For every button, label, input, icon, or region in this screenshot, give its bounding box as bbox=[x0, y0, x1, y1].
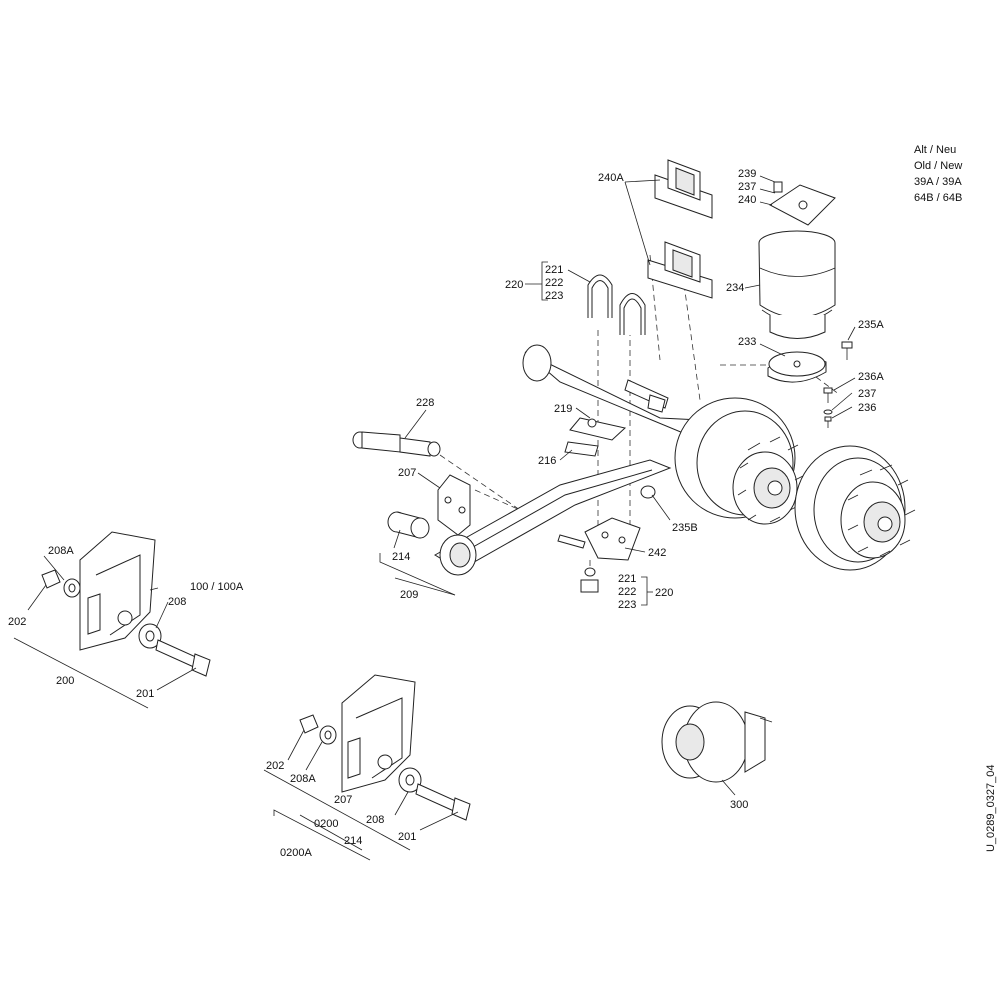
washer-208A-lower bbox=[319, 725, 337, 745]
mounting-plate-242 bbox=[557, 517, 641, 561]
legend-header-de: Alt / Neu bbox=[914, 144, 957, 156]
bracket-plate-240A-upper bbox=[654, 159, 713, 219]
label-202-left: 202 bbox=[8, 616, 26, 628]
washer-208-left bbox=[138, 623, 162, 649]
label-201-lower: 201 bbox=[398, 831, 416, 843]
legend-header-en: Old / New bbox=[914, 160, 963, 172]
bolt-201-lower bbox=[415, 783, 471, 821]
bolt-201-left bbox=[155, 639, 211, 677]
u-bolt-nuts-lower bbox=[580, 567, 599, 593]
label-236: 236 bbox=[858, 402, 876, 414]
air-spring-piston-plate bbox=[767, 351, 827, 383]
hanger-bracket-lower bbox=[341, 674, 416, 793]
label-207-lower: 207 bbox=[334, 794, 352, 806]
label-237-mid: 237 bbox=[858, 388, 876, 400]
label-223-top: 223 bbox=[545, 290, 563, 302]
label-235A: 235A bbox=[858, 319, 884, 331]
label-208-left: 208 bbox=[168, 596, 186, 608]
label-221-top: 221 bbox=[545, 264, 563, 276]
label-208A-left: 208A bbox=[48, 545, 74, 557]
label-0200: 0200 bbox=[314, 818, 338, 830]
label-222-bottom: 222 bbox=[618, 586, 636, 598]
label-214-lower: 214 bbox=[344, 835, 362, 847]
label-214-top: 214 bbox=[392, 551, 410, 563]
bracket-216 bbox=[564, 441, 599, 457]
label-219: 219 bbox=[554, 403, 572, 415]
washer-208-lower bbox=[398, 767, 422, 793]
u-bolt-pair-upper bbox=[587, 274, 646, 335]
label-300: 300 bbox=[730, 799, 748, 811]
leader-lines bbox=[13, 175, 856, 861]
version-legend: Alt / Neu Old / New 39A / 39A 64B / 64B bbox=[914, 142, 962, 206]
shock-absorber bbox=[352, 431, 441, 457]
label-202-lower: 202 bbox=[266, 760, 284, 772]
legend-row-64B: 64B / 64B bbox=[914, 192, 963, 204]
label-208-lower: 208 bbox=[366, 814, 384, 826]
label-242: 242 bbox=[648, 547, 666, 559]
label-221-bottom: 221 bbox=[618, 573, 636, 585]
label-207-top: 207 bbox=[398, 467, 416, 479]
label-100-100A: 100 / 100A bbox=[190, 581, 244, 593]
brake-chamber bbox=[661, 701, 773, 783]
fastener-set bbox=[823, 341, 853, 428]
label-236A: 236A bbox=[858, 371, 884, 383]
label-216: 216 bbox=[538, 455, 556, 467]
bushing-214 bbox=[387, 511, 430, 539]
label-237-top: 237 bbox=[738, 181, 756, 193]
label-235B: 235B bbox=[672, 522, 698, 534]
nut-202-lower bbox=[299, 714, 319, 734]
part-labels: 240A 239 237 240 221 222 223 220 234 235… bbox=[8, 168, 884, 859]
label-228: 228 bbox=[416, 397, 434, 409]
label-201-left: 201 bbox=[136, 688, 154, 700]
brake-drum-left bbox=[674, 397, 806, 525]
trailing-arm-spring bbox=[434, 459, 672, 576]
bracket-219 bbox=[569, 417, 627, 441]
label-239: 239 bbox=[738, 168, 756, 180]
nut-235B bbox=[640, 485, 656, 499]
shock-bracket-207 bbox=[437, 474, 471, 536]
label-233: 233 bbox=[738, 336, 756, 348]
washer-208A-left bbox=[63, 578, 81, 598]
label-220-top: 220 bbox=[505, 279, 523, 291]
label-222-top: 222 bbox=[545, 277, 563, 289]
brake-disc-right bbox=[794, 445, 916, 571]
label-240A: 240A bbox=[598, 172, 624, 184]
air-spring-top-plate bbox=[769, 181, 836, 226]
label-240: 240 bbox=[738, 194, 756, 206]
label-0200A: 0200A bbox=[280, 847, 312, 859]
label-200: 200 bbox=[56, 675, 74, 687]
label-208A-lower: 208A bbox=[290, 773, 316, 785]
drawing-number: U_0289_0327_04 bbox=[985, 764, 997, 852]
label-234: 234 bbox=[726, 282, 744, 294]
axle-beam bbox=[522, 344, 701, 441]
label-209: 209 bbox=[400, 589, 418, 601]
label-223-bottom: 223 bbox=[618, 599, 636, 611]
legend-row-39A: 39A / 39A bbox=[914, 176, 962, 188]
air-spring-bellows bbox=[758, 230, 836, 339]
nut-202-left bbox=[41, 569, 61, 589]
bracket-plate-240A-lower bbox=[647, 241, 713, 299]
hanger-bracket-left bbox=[79, 531, 156, 651]
label-220-bottom: 220 bbox=[655, 587, 673, 599]
wheel-studs-right bbox=[847, 464, 916, 557]
